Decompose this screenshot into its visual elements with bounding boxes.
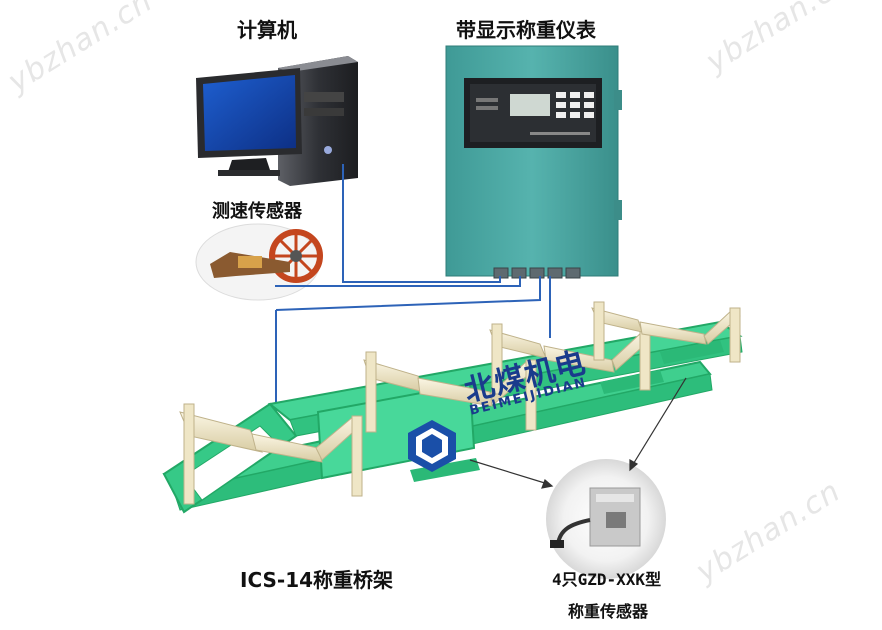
display-instrument-label: 带显示称重仪表 (456, 18, 596, 42)
brand-logo-icon (408, 420, 456, 472)
bridge-frame-label: ICS-14称重桥架 (240, 568, 394, 592)
callout-arrows (469, 377, 687, 489)
computer-icon (196, 56, 358, 186)
weighing-instrument-icon (445, 45, 622, 279)
load-cell-label-line1: 4只GZD-XXK型 (552, 570, 662, 589)
load-cell-icon (546, 459, 666, 579)
idler-rollers (179, 301, 741, 505)
signal-cables (275, 164, 551, 412)
load-cell-label-line2: 称重传感器 (568, 602, 649, 621)
speed-sensor-label: 测速传感器 (212, 201, 302, 222)
computer-label: 计算机 (237, 18, 297, 42)
speed-sensor-icon (195, 223, 323, 301)
